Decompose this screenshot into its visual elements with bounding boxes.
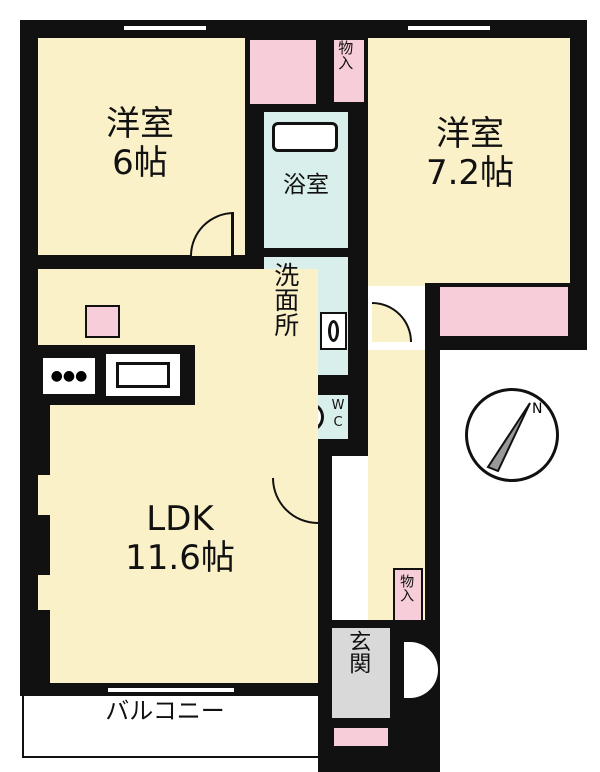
north-compass-icon: N — [465, 388, 559, 482]
storage-top-label: 物入 — [336, 40, 355, 70]
storage-hall — [393, 568, 423, 626]
wall-room6-ldk — [20, 255, 265, 269]
ldk-wall-notch-1 — [20, 405, 50, 475]
bathtub — [272, 122, 338, 152]
closet-top-left — [248, 38, 318, 106]
fridge-icon — [85, 305, 120, 338]
room-name: 洋室 — [106, 104, 174, 144]
entrance — [332, 628, 390, 718]
ldk-wall-notch-2 — [20, 515, 50, 575]
western-room-7 — [368, 38, 570, 286]
balcony — [22, 696, 320, 758]
storage-hall-label: 物入 — [398, 574, 415, 602]
corridor-wall-right — [425, 340, 440, 640]
room-size: 7.2帖 — [425, 153, 515, 194]
western-room-7-label: 洋室 7.2帖 — [405, 114, 535, 194]
kitchen-sink-icon — [104, 352, 182, 398]
washroom-label: 洗面所 — [270, 262, 300, 337]
room-name: LDK — [146, 499, 214, 539]
stove-icon: ●●● — [42, 357, 96, 395]
ldk — [38, 269, 318, 687]
western-room-6-label: 洋室 6帖 — [70, 104, 210, 184]
outer-wall-right — [570, 20, 587, 350]
entrance-label: 玄関 — [345, 630, 371, 674]
room-name: 洋室 — [436, 114, 504, 154]
outer-wall-top — [20, 20, 587, 38]
room-size: 11.6帖 — [125, 538, 235, 579]
door-room7[interactable] — [372, 302, 412, 342]
balcony-label: バルコニー — [105, 697, 225, 725]
closet-room7 — [438, 285, 570, 338]
window-room6 — [122, 24, 208, 32]
ldk-wall-notch-3 — [20, 610, 50, 690]
window-ldk — [106, 686, 236, 694]
ldk-label: LDK 11.6帖 — [90, 499, 270, 579]
toilet-label: WC — [331, 398, 345, 430]
storage-top — [332, 38, 366, 104]
bathroom-label: 浴室 — [283, 172, 329, 198]
svg-text:N: N — [532, 401, 542, 417]
room-size: 6帖 — [112, 143, 168, 184]
sink-icon — [320, 312, 347, 350]
window-room7 — [406, 24, 492, 32]
shoe-closet — [332, 726, 390, 748]
